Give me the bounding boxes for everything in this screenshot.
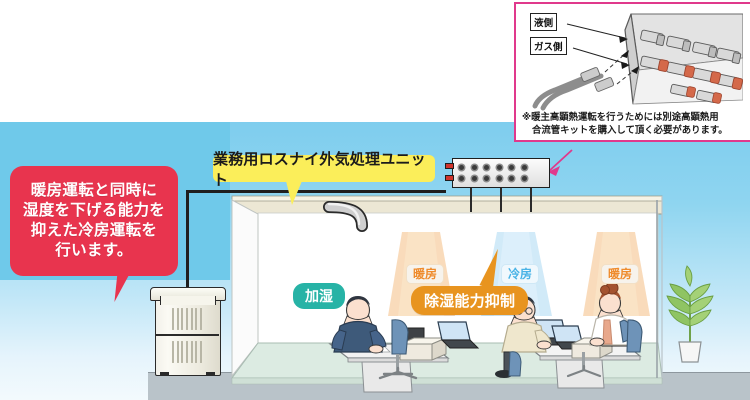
branch-box-port-gas (445, 175, 454, 181)
refrigerant-pipe-vertical (186, 190, 189, 372)
ground-slab (148, 372, 750, 400)
inset-caption-line-2: 合流管キットを購入して頂く必要があります。 (532, 124, 728, 136)
badge-heating-right: 暖房 (601, 264, 640, 285)
inset-label-liquid-side: 液側 (530, 13, 558, 31)
branch-box-leg (470, 186, 472, 212)
outdoor-unit-divider (155, 334, 219, 336)
branch-box-leg (500, 186, 502, 212)
outdoor-unit-louver-upper (172, 308, 202, 330)
highlight-pill-dehumid-suppression: 除湿能力抑制 (411, 286, 529, 315)
badge-cooling: 冷房 (501, 264, 540, 285)
inset-detail-panel: 液側 ガス側 ※暖主高顕熱運転を行うためには別途高顕熱用 合流管キットを購入して… (514, 2, 750, 142)
humidity-bubble (296, 258, 309, 271)
callout-lossnay-text: 業務用ロスナイ外気処理ユニット (213, 149, 426, 189)
humidity-bubble (270, 332, 285, 347)
callout-line-1: 暖房運転と同時に (30, 181, 158, 200)
inset-label-gas-side: ガス側 (530, 37, 567, 55)
branch-box-controller (452, 158, 550, 188)
callout-lossnay-tail (286, 181, 302, 205)
humidity-bubble (278, 274, 289, 285)
inset-caption-line-1: ※暖主高顕熱運転を行うためには別途高顕熱用 (522, 112, 719, 123)
outdoor-unit-louver-lower (172, 341, 202, 363)
outdoor-unit-neck (160, 296, 216, 305)
callout-line-2: 湿度を下げる能力を (22, 201, 166, 220)
ceiling-diffuser (326, 226, 378, 240)
branch-box-port-liquid (445, 163, 454, 169)
ceiling-cassette-cooling (495, 208, 539, 235)
humidity-bubble (300, 340, 317, 357)
callout-line-3: 抑えた冷房運転を (30, 221, 158, 239)
humidity-bubble (318, 320, 330, 332)
badge-heating-left: 暖房 (406, 264, 445, 285)
humidity-bubble (284, 314, 297, 327)
outdoor-unit-foot (206, 372, 215, 376)
callout-line-4: 行います。 (55, 240, 133, 259)
refrigerant-pipe-horizontal (186, 190, 446, 193)
callout-main-message: 暖房運転と同時に 湿度を下げる能力を 抑えた冷房運転を 行います。 (10, 166, 178, 302)
inset-caption: ※暖主高顕熱運転を行うためには別途高顕熱用 合流管キットを購入して頂く必要があり… (522, 112, 746, 138)
humidity-bubble (266, 292, 278, 304)
inset-illustration (532, 13, 743, 111)
callout-lossnay-label: 業務用ロスナイ外気処理ユニット (213, 150, 435, 205)
badge-humidify: 加湿 (293, 283, 345, 309)
branch-box-leg (530, 186, 532, 212)
callout-tail (114, 272, 136, 302)
ceiling-cassette-heating-right (595, 208, 639, 235)
outdoor-unit-foot (160, 372, 169, 376)
ceiling-cassette-heating-left (400, 208, 444, 235)
humidity-bubble (262, 252, 272, 262)
humidity-bubble (288, 240, 299, 251)
